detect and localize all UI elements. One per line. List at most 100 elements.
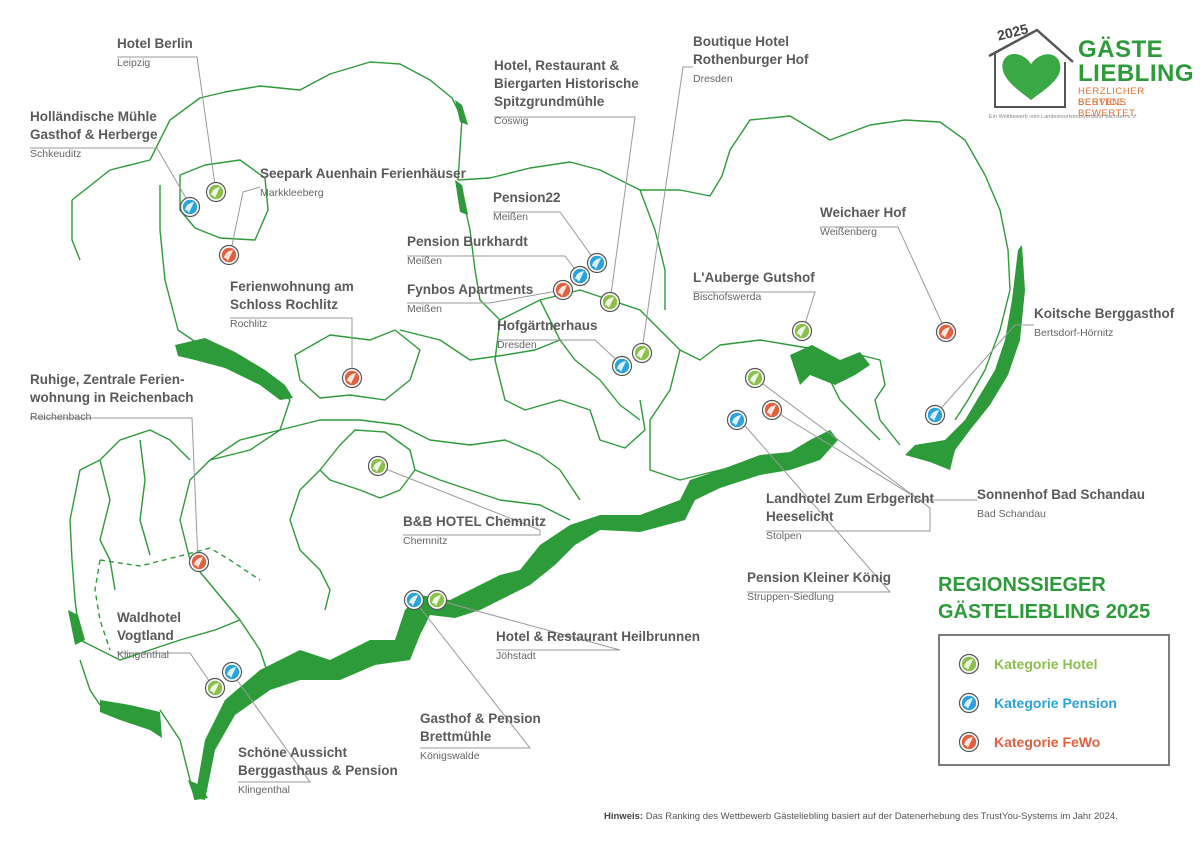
poi-koitsche-berggasthof[interactable]: Koitsche Berggasthof Bertsdorf-Hörnitz	[1034, 305, 1174, 339]
legend-title: REGIONSSIEGER GÄSTELIEBLING 2025	[938, 574, 1151, 623]
state-border-thick	[68, 100, 1025, 800]
poi-lauberge-gutshof[interactable]: L'Auberge Gutshof Bischofswerda	[693, 269, 815, 303]
poi-weichaer-hof[interactable]: Weichaer Hof Weißenberg	[820, 204, 906, 238]
poi-name: Hofgärtnerhaus	[497, 318, 598, 333]
poi-schoene-aussicht[interactable]: Schöne Aussicht Berggasthaus & Pension K…	[238, 744, 398, 796]
poi-ferienwohnung-reichenbach[interactable]: Ruhige, Zentrale Ferien- wohnung in Reic…	[30, 371, 194, 423]
poi-town: Stolpen	[766, 530, 802, 542]
poi-town: Klingenthal	[117, 649, 169, 661]
hotel-marker[interactable]	[631, 342, 653, 364]
poi-name: Pension Kleiner König	[747, 570, 892, 585]
logo-claim2: BESTENS BEWERTET.	[1078, 97, 1138, 119]
poi-town: Meißen	[493, 211, 529, 223]
pension-marker[interactable]	[179, 196, 201, 218]
poi-town: Meißen	[407, 303, 443, 315]
poi-sonnenhof-bad-schandau[interactable]: Sonnenhof Bad Schandau Bad Schandau	[977, 486, 1145, 520]
poi-pension-burkhardt[interactable]: Pension Burkhardt Meißen	[407, 233, 528, 267]
fewo-marker[interactable]	[341, 367, 363, 389]
legend: Kategorie Hotel Kategorie Pension Katego…	[938, 634, 1170, 766]
legend-label: Kategorie Pension	[994, 695, 1117, 711]
hotel-marker[interactable]	[426, 589, 448, 611]
poi-bb-hotel-chemnitz[interactable]: B&B HOTEL Chemnitz Chemnitz	[403, 513, 546, 547]
hotel-marker[interactable]	[791, 320, 813, 342]
poi-town: Bertsdorf-Hörnitz	[1034, 327, 1114, 339]
poi-town: Bischofswerda	[693, 291, 762, 303]
poi-town: Klingenthal	[238, 784, 290, 796]
pension-marker[interactable]	[726, 409, 748, 431]
poi-town: Coswig	[494, 115, 529, 127]
poi-hotel-berlin[interactable]: Hotel Berlin Leipzig	[117, 35, 193, 69]
poi-name: Holländische Mühle Gasthof & Herberge	[30, 109, 158, 142]
hotel-marker[interactable]	[367, 455, 389, 477]
house-heart-icon	[988, 28, 1074, 108]
poi-name: Hotel & Restaurant Heilbrunnen	[496, 629, 701, 644]
poi-brettmuehle[interactable]: Gasthof & Pension Brettmühle Königswalde	[420, 710, 541, 762]
legend-item-pension: Kategorie Pension	[958, 692, 1117, 714]
pension-marker[interactable]	[611, 355, 633, 377]
poi-town: Jöhstadt	[496, 650, 536, 662]
poi-name: Schöne Aussicht Berggasthaus & Pension	[238, 745, 398, 778]
poi-town: Leipzig	[117, 57, 151, 69]
fewo-marker[interactable]	[761, 399, 783, 421]
logo-claim1: HERZLICHER SERVICE.	[1078, 86, 1145, 108]
pension-marker[interactable]	[586, 252, 608, 274]
poi-town: Dresden	[693, 73, 733, 85]
poi-hollaendische-muehle[interactable]: Holländische Mühle Gasthof & Herberge Sc…	[30, 108, 158, 160]
fewo-marker[interactable]	[552, 279, 574, 301]
poi-town: Rochlitz	[230, 318, 268, 330]
fewo-marker[interactable]	[218, 244, 240, 266]
fewo-marker-icon	[958, 731, 980, 753]
poi-town: Weißenberg	[820, 226, 878, 238]
poi-town: Bad Schandau	[977, 508, 1046, 520]
district-borders	[69, 61, 1011, 801]
poi-ferienwohnung-rochlitz[interactable]: Ferienwohnung am Schloss Rochlitz Rochli…	[230, 278, 354, 330]
hotel-marker[interactable]	[599, 291, 621, 313]
poi-town: Struppen-Siedlung	[747, 591, 834, 603]
poi-name: Koitsche Berggasthof	[1034, 306, 1175, 321]
pension-marker[interactable]	[569, 265, 591, 287]
pension-marker[interactable]	[403, 589, 425, 611]
leader-lines	[30, 56, 1034, 783]
hotel-marker[interactable]	[744, 367, 766, 389]
pension-marker-icon	[958, 692, 980, 714]
pension-marker[interactable]	[924, 404, 946, 426]
poi-pension22[interactable]: Pension22 Meißen	[493, 189, 561, 223]
poi-name: Ferienwohnung am Schloss Rochlitz	[230, 279, 354, 312]
poi-town: Meißen	[407, 255, 443, 267]
poi-landhotel-erbgericht[interactable]: Landhotel Zum Erbgericht Heeselicht Stol…	[766, 490, 934, 542]
poi-spitzgrundmuehle[interactable]: Hotel, Restaurant & Biergarten Historisc…	[494, 57, 639, 127]
poi-name: Seepark Auenhain Ferienhäuser	[260, 166, 466, 181]
poi-hotel-heilbrunnen[interactable]: Hotel & Restaurant Heilbrunnen Jöhstadt	[496, 628, 700, 662]
hotel-marker[interactable]	[204, 677, 226, 699]
poi-town: Markkleeberg	[260, 187, 324, 199]
poi-name: Pension22	[493, 190, 561, 205]
poi-hofgaertnerhaus[interactable]: Hofgärtnerhaus Dresden	[497, 317, 598, 351]
poi-name: B&B HOTEL Chemnitz	[403, 514, 547, 529]
poi-rothenburger-hof[interactable]: Boutique Hotel Rothenburger Hof Dresden	[693, 33, 809, 85]
poi-seepark-auenhain[interactable]: Seepark Auenhain Ferienhäuser Markkleebe…	[260, 165, 466, 199]
fewo-marker[interactable]	[188, 551, 210, 573]
poi-name: Sonnenhof Bad Schandau	[977, 487, 1146, 502]
hotel-marker[interactable]	[205, 181, 227, 203]
hotel-marker-icon	[958, 653, 980, 675]
poi-fynbos-apartments[interactable]: Fynbos Apartments Meißen	[407, 281, 533, 315]
poi-town: Chemnitz	[403, 535, 448, 547]
poi-town: Schkeuditz	[30, 148, 82, 160]
poi-name: Hotel, Restaurant & Biergarten Historisc…	[494, 58, 639, 109]
poi-town: Reichenbach	[30, 411, 92, 423]
poi-town: Königswalde	[420, 750, 480, 762]
poi-name: Pension Burkhardt	[407, 234, 528, 249]
logo-line1: GÄSTE	[1078, 36, 1164, 63]
logo-subline: Ein Wettbewerb vom Landestourismusverban…	[989, 114, 1137, 120]
poi-name: Gasthof & Pension Brettmühle	[420, 711, 541, 744]
poi-name: L'Auberge Gutshof	[693, 270, 815, 285]
poi-name: Fynbos Apartments	[407, 282, 534, 297]
pension-marker[interactable]	[221, 661, 243, 683]
poi-waldhotel-vogtland[interactable]: Waldhotel Vogtland Klingenthal	[117, 609, 181, 661]
fewo-marker[interactable]	[935, 321, 957, 343]
poi-name: Ruhige, Zentrale Ferien- wohnung in Reic…	[30, 372, 194, 405]
poi-name: Waldhotel Vogtland	[117, 610, 181, 643]
gaesteliebling-logo: 2025 GÄSTE LIEBLING HERZLICHER SERVICE. …	[985, 20, 1194, 127]
poi-pension-kleiner-koenig[interactable]: Pension Kleiner König Struppen-Siedlung	[747, 569, 891, 603]
